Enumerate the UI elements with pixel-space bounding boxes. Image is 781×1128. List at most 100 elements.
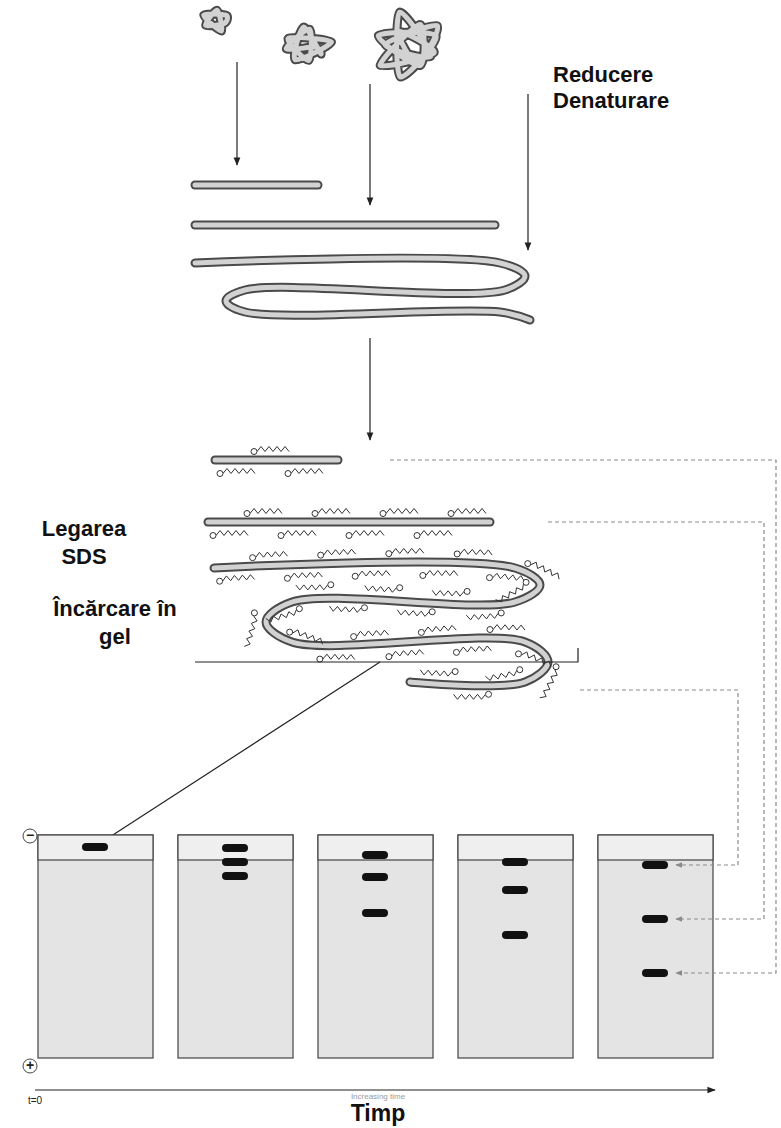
gel <box>178 835 293 1058</box>
gel <box>458 835 573 1058</box>
sds-head <box>454 551 460 557</box>
stacking-gel <box>38 835 153 860</box>
sds-head <box>210 533 216 539</box>
sds-head <box>486 691 492 697</box>
gel <box>598 835 713 1058</box>
sds-head <box>448 511 454 517</box>
sds-tail <box>296 585 328 590</box>
sds-head <box>251 610 257 616</box>
gels <box>38 835 713 1058</box>
sds-head <box>251 449 257 455</box>
sds-head <box>487 575 493 581</box>
sds-head <box>418 629 424 635</box>
gel-slab <box>178 835 293 1058</box>
gel-slab <box>598 835 713 1058</box>
gel-slab <box>318 835 433 1058</box>
sds-head <box>517 667 523 673</box>
unfolded-chain <box>195 221 495 230</box>
sds-head <box>352 573 358 579</box>
sds-tail <box>466 613 498 620</box>
band-leaders <box>390 460 776 973</box>
sds-head <box>525 561 531 567</box>
process-arrow <box>527 94 528 250</box>
sds-head <box>317 656 323 662</box>
gel-slab <box>38 835 153 1058</box>
gel <box>318 835 433 1058</box>
unfolded-chain-highlight <box>195 223 495 228</box>
molecules <box>195 10 548 686</box>
folded-protein-highlight <box>286 27 331 60</box>
leader-line <box>548 522 764 919</box>
unfolded-chain <box>195 181 318 190</box>
process-arrow <box>369 84 370 205</box>
gel-slab <box>458 835 573 1058</box>
sds-head <box>487 627 493 633</box>
sds-head <box>453 649 459 655</box>
loading-bracket <box>102 648 578 842</box>
sds-tail <box>521 652 551 667</box>
protein-band <box>642 861 668 869</box>
sds-head <box>464 588 470 594</box>
protein-band <box>222 858 248 866</box>
sds-tail <box>420 670 452 676</box>
step-label: Reducere Denaturare <box>553 62 723 115</box>
protein-band <box>362 873 388 881</box>
sds-tail <box>256 551 288 557</box>
sds-tail <box>493 573 525 581</box>
sds-tail <box>392 548 424 553</box>
bracket-line <box>195 648 578 662</box>
sds-tail <box>330 606 362 612</box>
sds-tail <box>223 575 255 581</box>
protein-band <box>502 886 528 894</box>
sds-tail <box>284 531 316 536</box>
folded-protein <box>378 12 438 77</box>
sds-head <box>287 629 293 635</box>
protein-band <box>82 843 108 851</box>
sds-tail <box>352 531 384 536</box>
sds-head <box>217 578 223 584</box>
sds-head <box>414 533 420 539</box>
folded-protein <box>286 27 331 60</box>
sds-chain <box>208 518 490 527</box>
sds-head <box>250 555 256 561</box>
sds-tail <box>223 469 255 474</box>
protein-band <box>502 931 528 939</box>
protein-band <box>362 909 388 917</box>
electrode-sign: + <box>20 1058 40 1073</box>
sds-tail <box>432 590 464 596</box>
sds-tail <box>420 531 452 536</box>
leader-line <box>580 690 738 865</box>
unfolded-chain-highlight <box>195 183 318 188</box>
sds-tail <box>357 630 389 636</box>
folded-protein <box>204 10 228 31</box>
sds-head <box>351 634 357 640</box>
sds-head <box>553 664 559 670</box>
sds-tail <box>485 670 516 680</box>
sds-tail <box>530 562 559 579</box>
sds-head <box>328 582 334 588</box>
protein-band <box>642 915 668 923</box>
process-arrows <box>237 62 528 440</box>
sds-head <box>318 552 324 558</box>
unfolded-chain-highlight <box>195 258 530 320</box>
axis-caption: Increasing time <box>318 1093 438 1102</box>
sds-tail <box>424 625 456 632</box>
stacking-gel <box>598 835 713 860</box>
sds-tail <box>324 549 356 555</box>
stacking-gel <box>458 835 573 860</box>
leader-line <box>390 460 776 973</box>
sds-tail <box>459 646 491 652</box>
unfolded-chain <box>195 258 530 320</box>
sds-head <box>386 654 392 660</box>
sds-head <box>361 605 367 611</box>
sds-head <box>380 511 386 517</box>
sds-head <box>386 551 392 557</box>
stacking-gel <box>318 835 433 860</box>
sds-tail <box>266 610 297 623</box>
sds-tail <box>257 447 289 452</box>
electrode-sign: − <box>20 828 40 843</box>
sds-chain-highlight <box>214 562 548 686</box>
step-label: Legarea SDS <box>28 515 140 570</box>
sds-head <box>523 579 529 585</box>
